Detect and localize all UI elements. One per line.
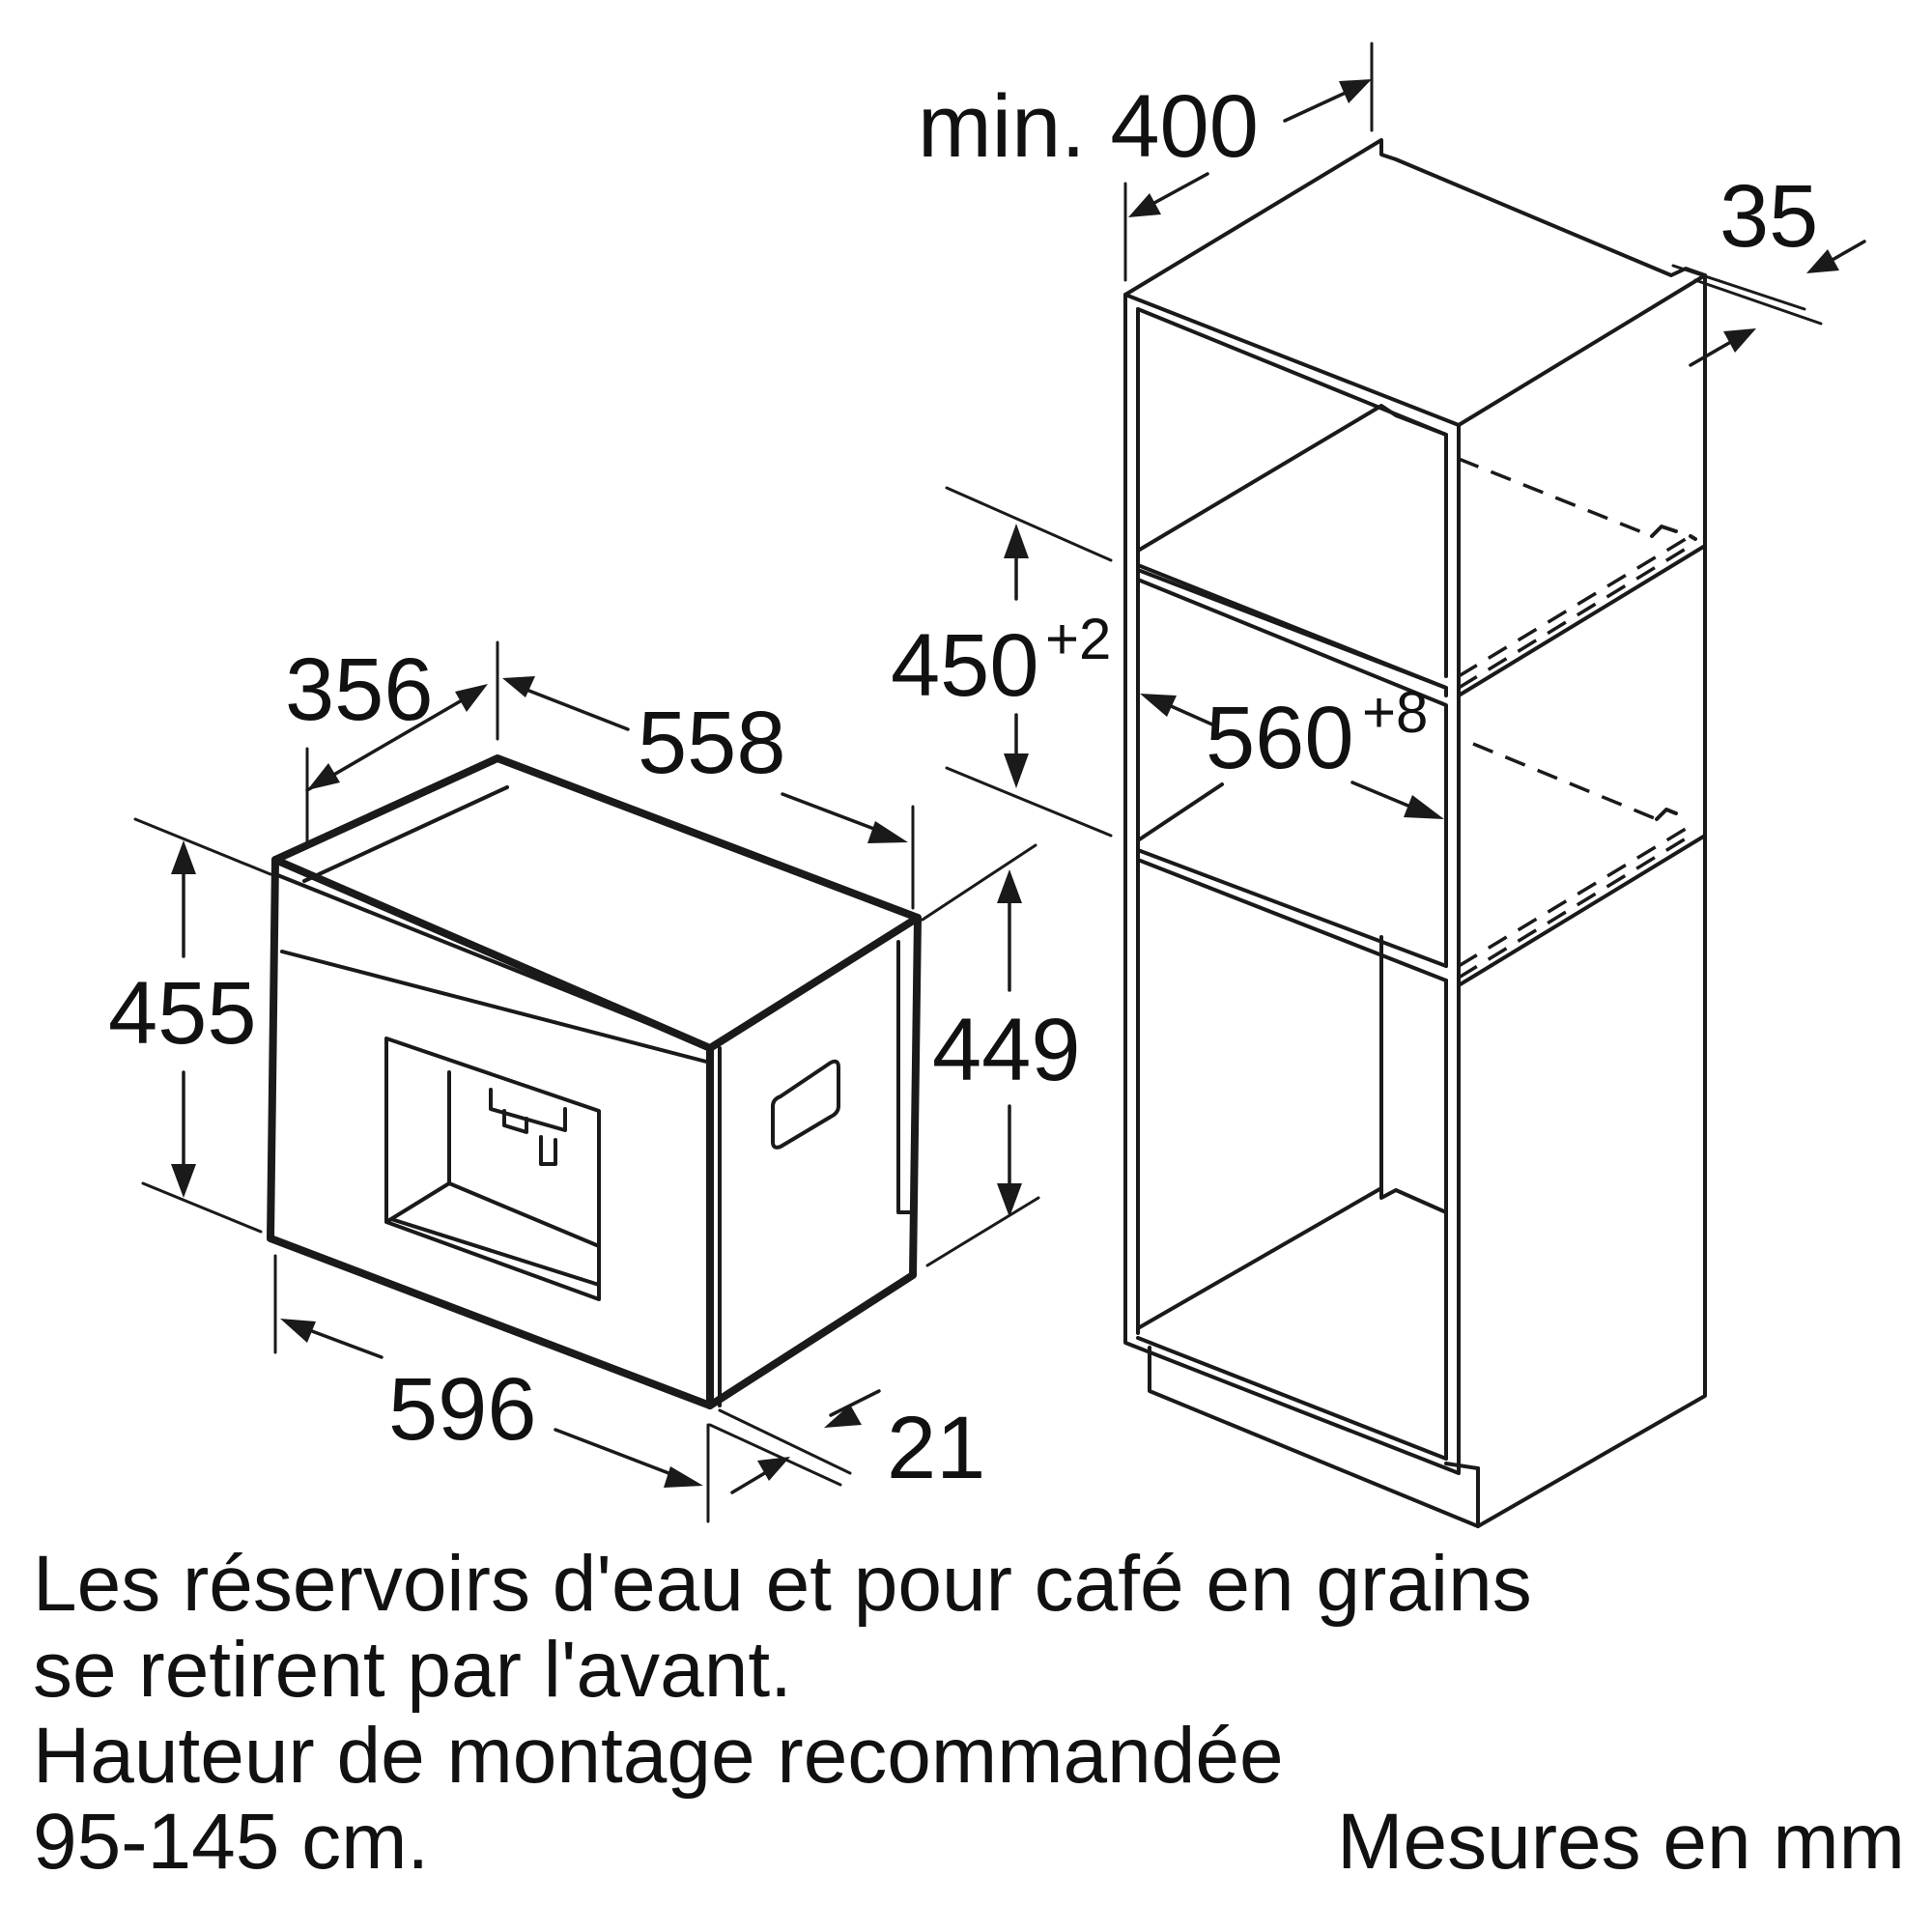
dim-min-depth-400: min. 400	[918, 77, 1259, 176]
dim-niche-height-tolerance: +2	[1045, 607, 1111, 671]
cabinet-dimension-lines	[945, 42, 1866, 838]
dim-niche-height-450: 450	[891, 616, 1039, 715]
note-line-3: Hauteur de montage recommandée	[33, 1712, 1284, 1800]
dim-front-depth-21: 21	[887, 1399, 985, 1497]
note-line-1: Les réservoirs d'eau et pour café en gra…	[33, 1540, 1532, 1628]
note-line-2: se retirent par l'avant.	[33, 1626, 792, 1714]
dim-height-449: 449	[932, 1001, 1081, 1099]
dim-depth-356: 356	[285, 640, 434, 739]
dim-niche-width-tolerance: +8	[1362, 680, 1428, 745]
appliance-drawing	[267, 754, 922, 1409]
note-line-4: 95-145 cm.	[33, 1798, 430, 1886]
dim-width-558: 558	[638, 694, 786, 792]
dim-front-width-596: 596	[388, 1360, 537, 1459]
dim-height-455: 455	[108, 964, 257, 1063]
dim-niche-width-560: 560	[1206, 689, 1354, 787]
appliance-dimension-lines	[133, 640, 1040, 1523]
units-note: Mesures en mm	[1337, 1798, 1905, 1886]
dim-back-gap-35: 35	[1719, 167, 1818, 266]
installation-notes: Les réservoirs d'eau et pour café en gra…	[33, 1541, 1868, 1885]
cabinet-drawing	[1123, 138, 1707, 1528]
